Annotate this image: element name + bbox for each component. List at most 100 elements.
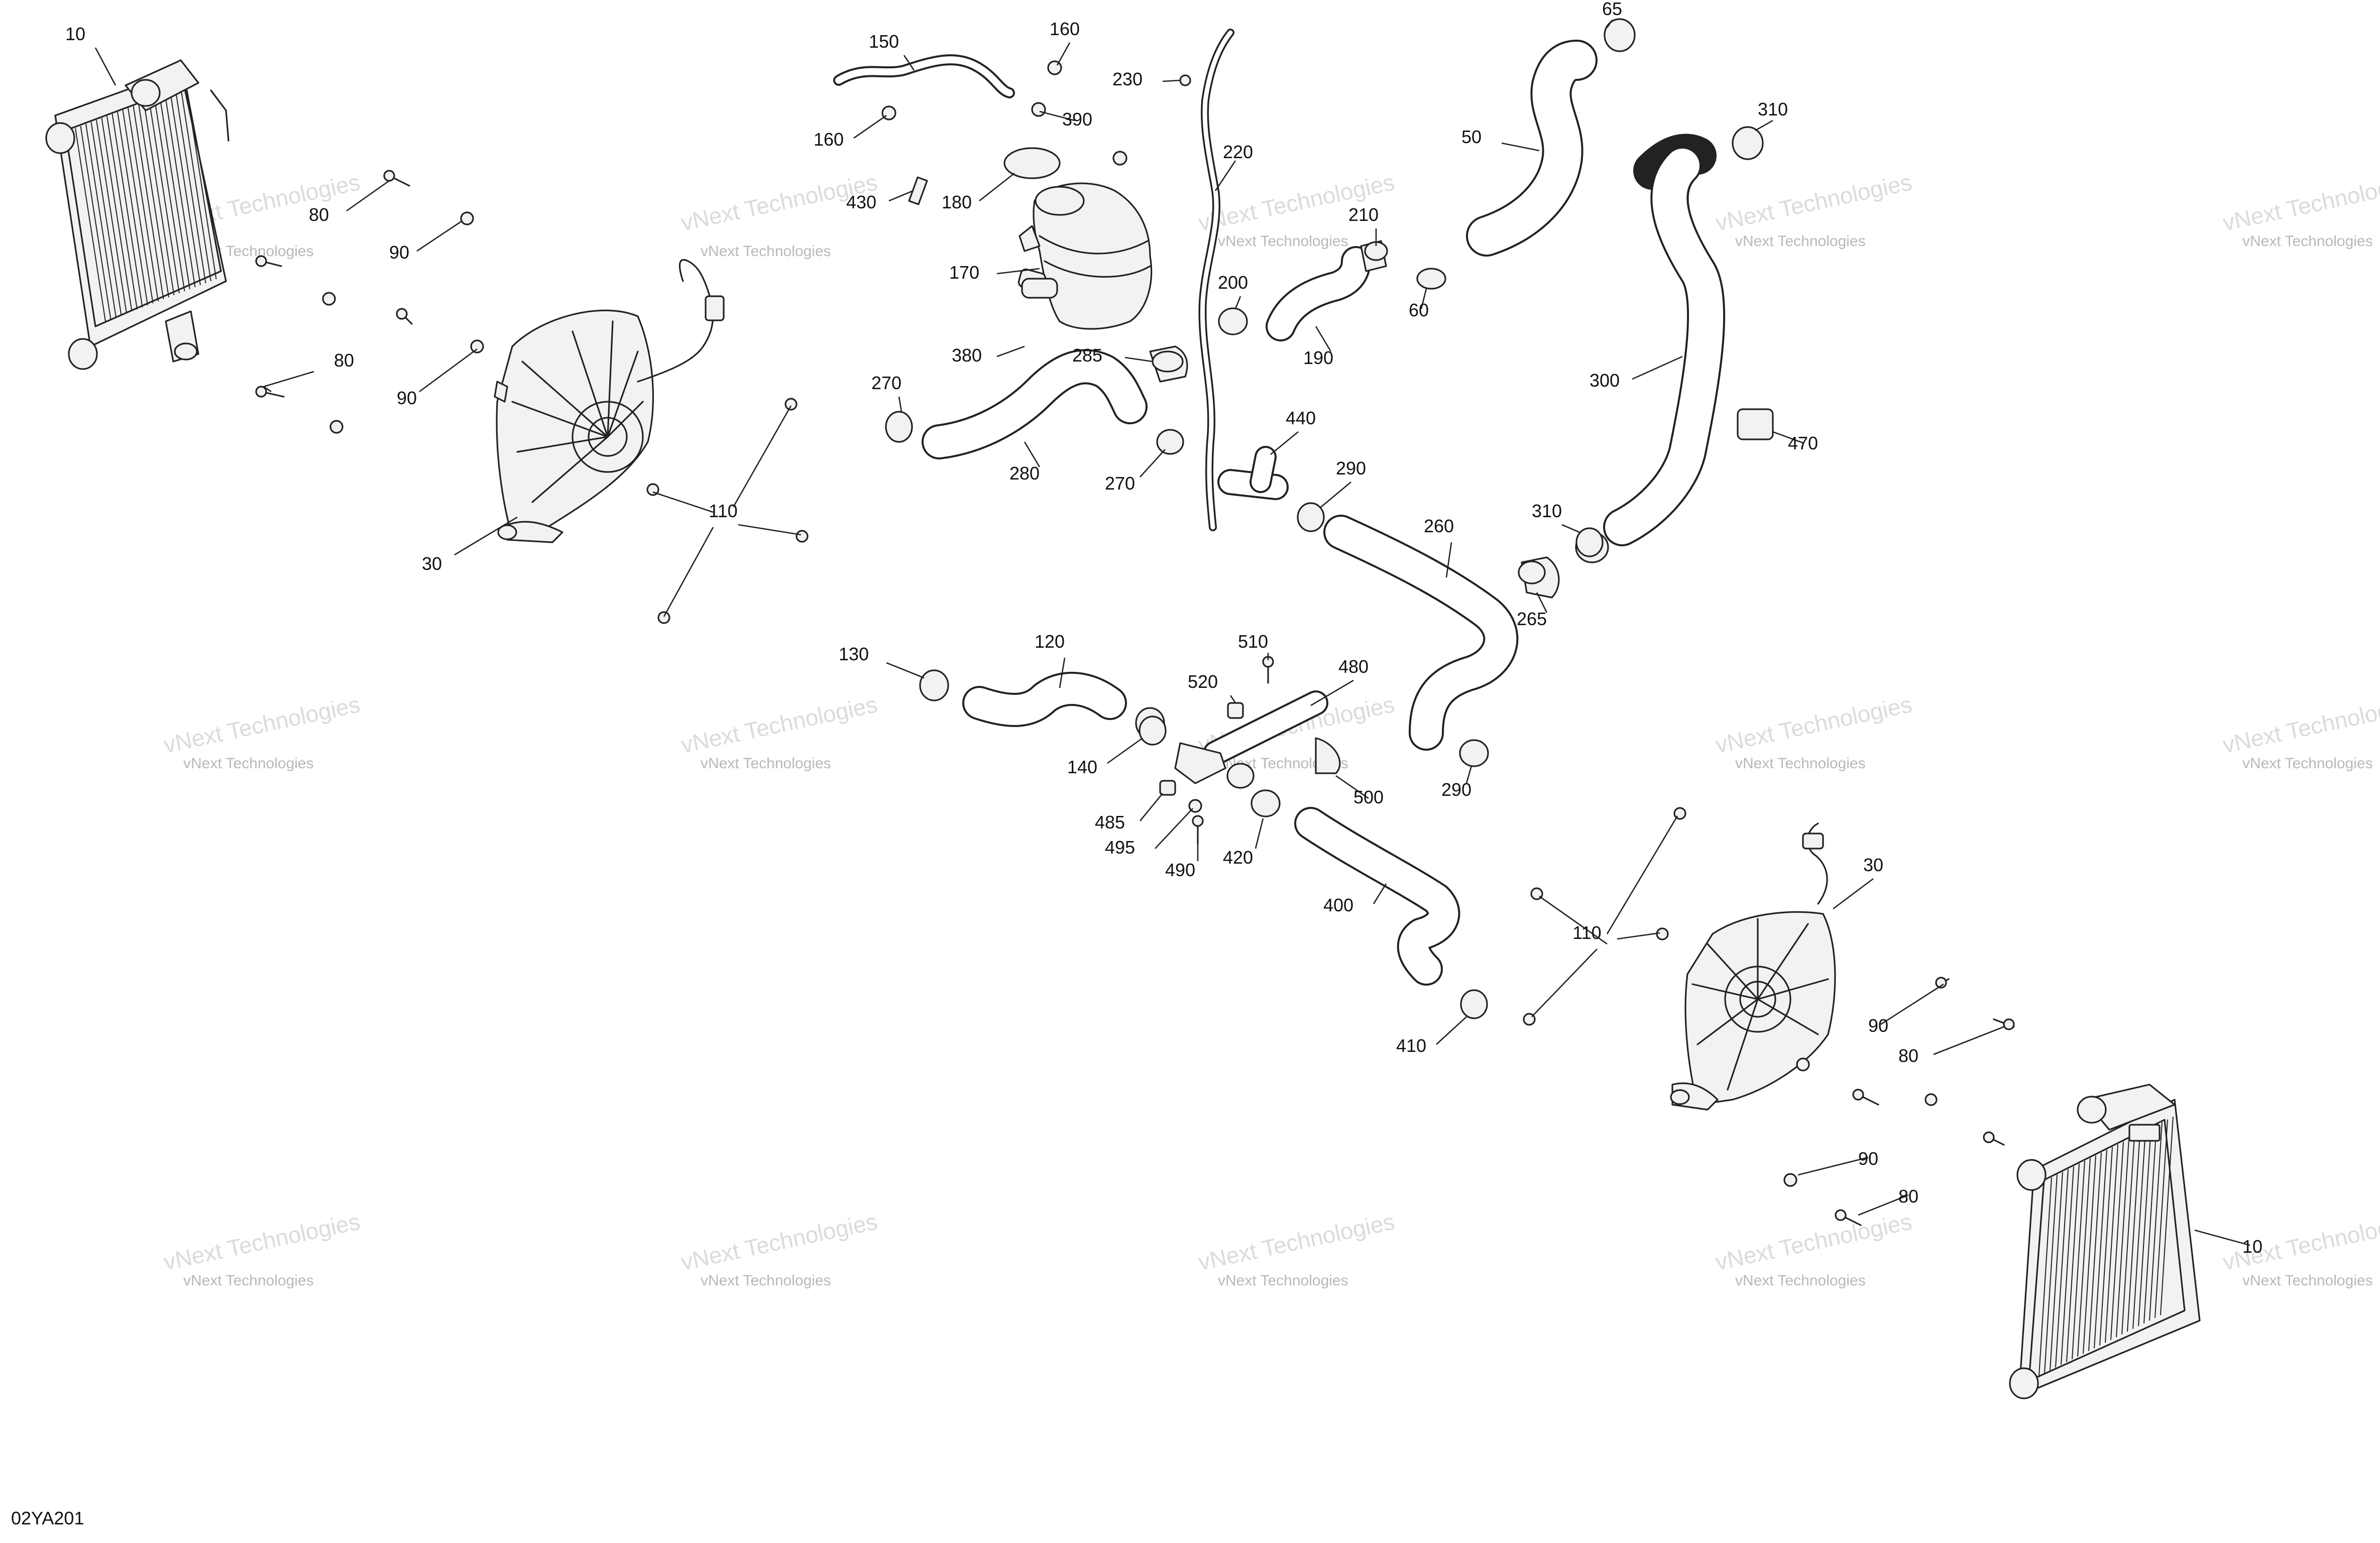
- radiator-fin: [180, 87, 211, 282]
- leader-line: [1420, 288, 1427, 309]
- callout-170: 170: [949, 262, 979, 283]
- leader-line: [1531, 948, 1598, 1017]
- callout-285: 285: [1072, 345, 1102, 366]
- leader-line: [419, 348, 478, 393]
- leader-line: [1255, 818, 1264, 849]
- callout-480: 480: [1338, 656, 1369, 677]
- leader-line: [732, 405, 792, 508]
- leader-line: [1140, 449, 1166, 478]
- callout-230: 230: [1112, 69, 1143, 89]
- expansion-tank: [1003, 147, 1153, 330]
- callout-80: 80: [309, 204, 329, 225]
- leader-line: [1445, 542, 1452, 578]
- leader-line: [996, 345, 1025, 358]
- diagram-code: 02YA201: [11, 1508, 84, 1528]
- leader-line: [1039, 110, 1075, 122]
- radiator-fin: [154, 97, 185, 292]
- radiator-fin: [2083, 1155, 2096, 1354]
- radiator-fin: [2121, 1136, 2135, 1335]
- callout-290: 290: [1336, 458, 1366, 479]
- callout-260: 260: [1424, 516, 1454, 536]
- leader-line: [1270, 431, 1299, 455]
- leader-line: [1059, 657, 1066, 688]
- callout-390: 390: [1062, 109, 1092, 130]
- hose-400: [1294, 807, 1488, 1019]
- watermark: vNext Technologies: [1713, 691, 1914, 758]
- fan-assembly-right: [1523, 807, 1836, 1111]
- leader-line: [416, 220, 463, 252]
- hose-50: [1466, 18, 1636, 257]
- leader-line: [1606, 815, 1678, 934]
- leader-line: [346, 180, 390, 212]
- radiator-fin: [2077, 1158, 2091, 1357]
- radiator-fin: [2149, 1122, 2163, 1321]
- callout-90: 90: [389, 242, 409, 263]
- radiator-fin: [185, 85, 217, 280]
- callout-30: 30: [1863, 855, 1883, 875]
- radiator-fin: [75, 128, 106, 322]
- clamps: [1152, 241, 1546, 584]
- callout-120: 120: [1035, 631, 1065, 652]
- leader-line: [903, 55, 915, 71]
- radiator-fin: [2038, 1177, 2052, 1376]
- leader-line: [1606, 20, 1613, 28]
- watermark-small: vNext Technologies: [183, 755, 314, 772]
- leader-line: [1436, 1016, 1467, 1045]
- callout-60: 60: [1409, 300, 1429, 320]
- tube-220: [1179, 29, 1234, 531]
- leader-line: [1373, 883, 1387, 904]
- watermark: vNext Technologies: [1713, 169, 1914, 236]
- leader-line: [1315, 326, 1332, 352]
- watermark-small: vNext Technologies: [701, 243, 831, 260]
- callout-150: 150: [869, 31, 899, 52]
- callout-280: 280: [1009, 463, 1040, 484]
- callout-90: 90: [397, 388, 417, 408]
- radiator-fin: [2127, 1133, 2140, 1332]
- svg-text:vNext Technologies: vNext Technologies: [1713, 169, 1914, 236]
- leader-line: [979, 172, 1015, 202]
- watermark: vNext Technologies: [678, 1208, 879, 1275]
- watermark: vNext Technologies: [2220, 691, 2380, 758]
- radiator-fin: [2116, 1138, 2129, 1338]
- radiator-fin: [175, 89, 206, 284]
- callout-210: 210: [1348, 204, 1379, 225]
- radiator-fin: [2072, 1160, 2085, 1360]
- leader-line: [1124, 357, 1153, 363]
- leader-line: [996, 268, 1040, 275]
- radiator-fin: [2132, 1130, 2146, 1329]
- callout-300: 300: [1590, 370, 1620, 391]
- leader-line: [1632, 355, 1683, 380]
- callout-220: 220: [1223, 142, 1253, 162]
- radiator-fin: [170, 91, 201, 286]
- callout-80: 80: [1898, 1045, 1918, 1066]
- leader-line: [1772, 431, 1803, 444]
- watermark-small: vNext Technologies: [2242, 233, 2373, 250]
- callout-90: 90: [1858, 1148, 1878, 1169]
- callout-430: 430: [846, 192, 876, 212]
- radiator-fin: [2044, 1174, 2058, 1373]
- callout-110: 110: [709, 501, 737, 521]
- svg-text:vNext Technologies: vNext Technologies: [161, 691, 362, 758]
- radiator-fin: [149, 99, 180, 294]
- radiator-fin: [164, 93, 196, 288]
- radiator-fin: [128, 107, 159, 302]
- leader-line: [1833, 878, 1874, 910]
- leader-line: [886, 662, 925, 679]
- leader-line: [1933, 1026, 2004, 1055]
- radiator-fin: [96, 120, 127, 314]
- leader-line: [454, 516, 518, 556]
- callout-160: 160: [814, 129, 844, 150]
- radiator-fin: [159, 95, 190, 290]
- watermark: vNext Technologies: [1196, 1208, 1397, 1275]
- svg-text:vNext Technologies: vNext Technologies: [678, 1208, 879, 1275]
- radiator-fin: [2160, 1116, 2174, 1316]
- leader-line: [1539, 895, 1608, 945]
- leader-line: [663, 527, 714, 617]
- radiator-fin: [85, 124, 117, 318]
- callout-520: 520: [1188, 671, 1218, 692]
- bolts-right: [1783, 977, 2015, 1226]
- callout-30: 30: [422, 553, 442, 574]
- leader-line: [1501, 142, 1540, 152]
- radiator-fin: [138, 103, 169, 298]
